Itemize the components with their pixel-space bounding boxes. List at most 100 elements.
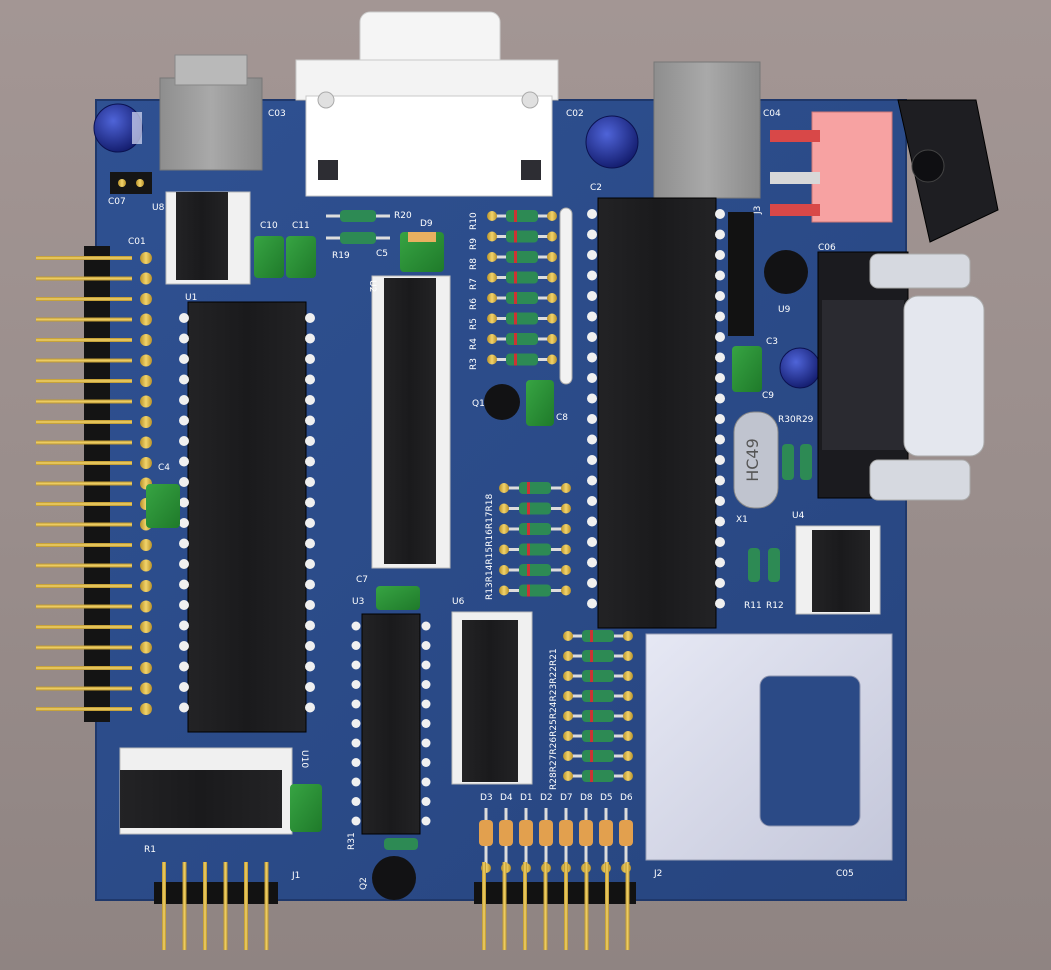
pad <box>140 703 152 715</box>
header-pin <box>36 379 132 383</box>
resistor-band <box>514 292 517 304</box>
label-c3: C3 <box>766 337 778 347</box>
chip-pin <box>587 598 597 609</box>
chip-pin <box>587 578 597 588</box>
header-pin <box>203 862 207 950</box>
chip-pin <box>305 702 315 713</box>
chip-pin <box>179 559 189 569</box>
chip-pin <box>305 579 315 590</box>
label-d5: D5 <box>600 793 613 803</box>
resistor-body <box>506 312 538 325</box>
chip-pin <box>715 414 725 424</box>
chip-pin <box>351 621 361 631</box>
diode-body <box>619 820 633 846</box>
resistor-array-r13-r18 <box>499 482 571 597</box>
dc-jack <box>897 99 999 243</box>
resistor-r20 <box>326 210 390 222</box>
chip-pin <box>351 777 361 787</box>
cap-c11 <box>286 236 316 278</box>
chip-pin <box>305 600 315 610</box>
chip-pin <box>587 455 597 465</box>
chip-pin <box>715 434 725 445</box>
chip-pin <box>179 374 189 385</box>
header-pin <box>36 522 132 527</box>
label-r9: R9 <box>469 238 479 250</box>
header-pin <box>36 604 132 609</box>
chip-pin <box>351 816 361 826</box>
pad <box>140 395 152 408</box>
pad <box>623 631 633 641</box>
resistors-r11-r12 <box>748 548 780 582</box>
label-q2: Q2 <box>359 877 369 890</box>
pad <box>487 252 497 262</box>
chip-pin <box>587 250 597 260</box>
label-r10: R10 <box>469 212 479 230</box>
chip-pin <box>587 332 597 342</box>
resistor-band <box>514 353 517 366</box>
chip-pin <box>305 456 315 467</box>
label-c01: C01 <box>128 237 146 247</box>
resistor-body <box>506 210 538 222</box>
ic-u6 <box>451 611 533 785</box>
jumper-c07 <box>110 172 152 194</box>
chip-pin <box>305 497 315 508</box>
pad <box>547 211 557 221</box>
resistor-body <box>582 730 614 742</box>
header-pin <box>502 862 507 950</box>
chip-pin <box>305 682 315 692</box>
cap-c9 <box>732 346 762 392</box>
pad <box>140 580 152 592</box>
header-pin <box>36 338 132 342</box>
pad <box>547 231 557 242</box>
chip-pin <box>587 270 597 281</box>
resistor-body <box>582 710 614 722</box>
pad <box>140 293 152 305</box>
diode-body <box>599 820 613 846</box>
pad <box>623 651 633 661</box>
label-c03: C03 <box>268 109 286 119</box>
chip-pin <box>715 557 725 568</box>
chip-pin <box>421 738 431 748</box>
chip-pin <box>587 537 597 547</box>
pad <box>547 313 557 324</box>
chip-pin <box>421 816 431 826</box>
header-j3 <box>728 212 754 336</box>
chip-pin <box>179 702 189 713</box>
resistor-band <box>514 333 517 345</box>
chip-pin <box>587 352 597 363</box>
pad <box>499 585 509 596</box>
pad <box>140 600 152 613</box>
ic-main-left <box>179 301 315 733</box>
pad <box>561 544 571 555</box>
label-c05: C05 <box>836 869 854 879</box>
header-pin <box>36 440 132 445</box>
label-j1: J1 <box>291 871 300 881</box>
chip-pin <box>715 209 725 219</box>
resistor-band <box>590 750 593 762</box>
header-pin <box>605 862 609 950</box>
resistors-r29-r30 <box>782 444 812 480</box>
resistor-band <box>590 650 593 662</box>
cap-c7 <box>376 586 420 610</box>
pad <box>563 691 573 701</box>
chip-pin <box>305 661 315 672</box>
label-d7: D7 <box>560 793 573 803</box>
pad <box>140 539 152 551</box>
label-u1: U1 <box>185 293 197 303</box>
header-pin <box>36 502 132 506</box>
chip-pin <box>715 311 725 322</box>
resistor-body <box>519 564 551 576</box>
transistor-q2 <box>372 856 416 900</box>
chip-pin <box>305 620 315 631</box>
pad <box>561 483 571 493</box>
header-pin <box>482 862 486 950</box>
chip-pin <box>179 354 189 364</box>
label-c06: C06 <box>818 243 836 253</box>
chip-pin <box>305 374 315 385</box>
chip-pin <box>305 415 315 426</box>
chip-pin <box>179 456 189 467</box>
chip-pin <box>587 393 597 404</box>
db9-connector <box>817 251 985 501</box>
pad <box>487 334 497 344</box>
ic-u5 <box>587 197 725 629</box>
